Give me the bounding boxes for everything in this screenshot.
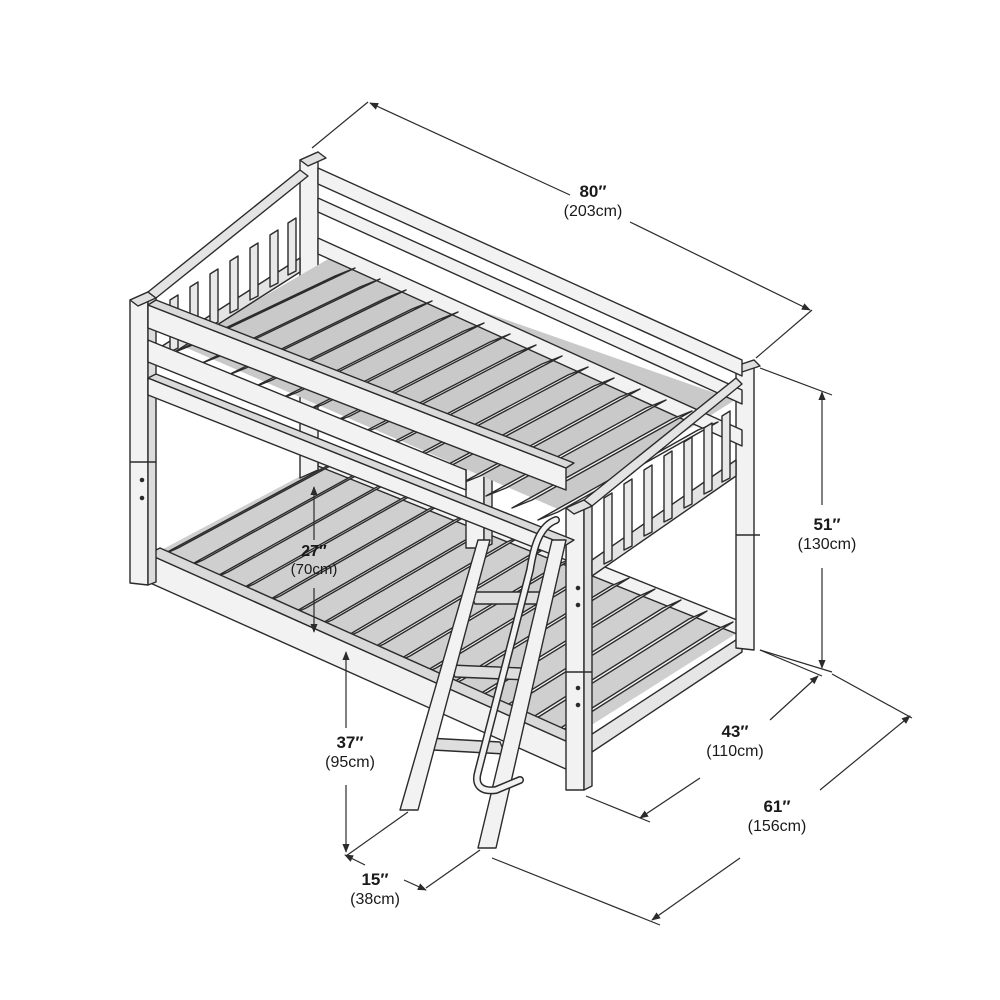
- dim-width-inner-line-b: [769, 675, 819, 721]
- dim-width-total-line-a: [651, 857, 741, 921]
- dim-width-total-metric: (156cm): [747, 818, 807, 836]
- dim-ladder-imperial: 15″: [361, 870, 389, 889]
- ladder-left-rail: [399, 539, 491, 811]
- top-foot-frame-top: [583, 377, 743, 507]
- top-back-rail-lower: [317, 237, 743, 447]
- dim-clearance-imperial: 27″: [301, 543, 327, 560]
- dim-width-inner-label: 43″ (110cm): [690, 722, 780, 762]
- top-foot-spindles: [603, 410, 731, 565]
- dim-top-bunk-imperial: 37″: [336, 733, 364, 752]
- dimension-lines: [310, 101, 913, 926]
- dim-height-imperial: 51″: [813, 515, 841, 534]
- dim-top-bunk-metric: (95cm): [325, 754, 375, 772]
- dim-ladder-line-a: [344, 854, 366, 866]
- top-head-frame-top: [147, 169, 309, 299]
- dim-length-imperial: 80″: [579, 182, 607, 201]
- dim-height-metric: (130cm): [797, 536, 857, 554]
- dim-height-label: 51″ (130cm): [782, 515, 872, 555]
- dim-clearance-label: 27″ (70cm): [276, 542, 352, 579]
- dim-top-bunk-label: 37″ (95cm): [305, 733, 395, 773]
- dim-length-line-b: [629, 221, 811, 311]
- dim-clearance-metric: (70cm): [290, 561, 338, 579]
- dim-width-total-label: 61″ (156cm): [732, 797, 822, 837]
- dim-width-inner-imperial: 43″: [721, 722, 749, 741]
- ladder: [399, 516, 567, 849]
- dim-length-metric: (203cm): [563, 203, 623, 221]
- top-back-rail-upper: [317, 167, 743, 377]
- dim-length-label: 80″ (203cm): [548, 182, 638, 222]
- dim-width-inner-line-a: [639, 777, 701, 819]
- dim-width-total-imperial: 61″: [763, 797, 791, 816]
- dim-ladder-line-b: [403, 879, 427, 891]
- dim-ladder-label: 15″ (38cm): [333, 870, 417, 910]
- dim-width-inner-metric: (110cm): [706, 743, 764, 761]
- top-back-rail-middle: [317, 197, 743, 405]
- bottom-bunk-shadow: [150, 455, 745, 745]
- ladder-right-rail: [477, 539, 567, 849]
- top-bunk: [147, 167, 743, 577]
- dim-width-total-line-b: [819, 715, 911, 791]
- top-front-rail-middle: [147, 339, 467, 491]
- dim-length-line-a: [369, 102, 571, 196]
- dim-ladder-metric: (38cm): [350, 891, 400, 909]
